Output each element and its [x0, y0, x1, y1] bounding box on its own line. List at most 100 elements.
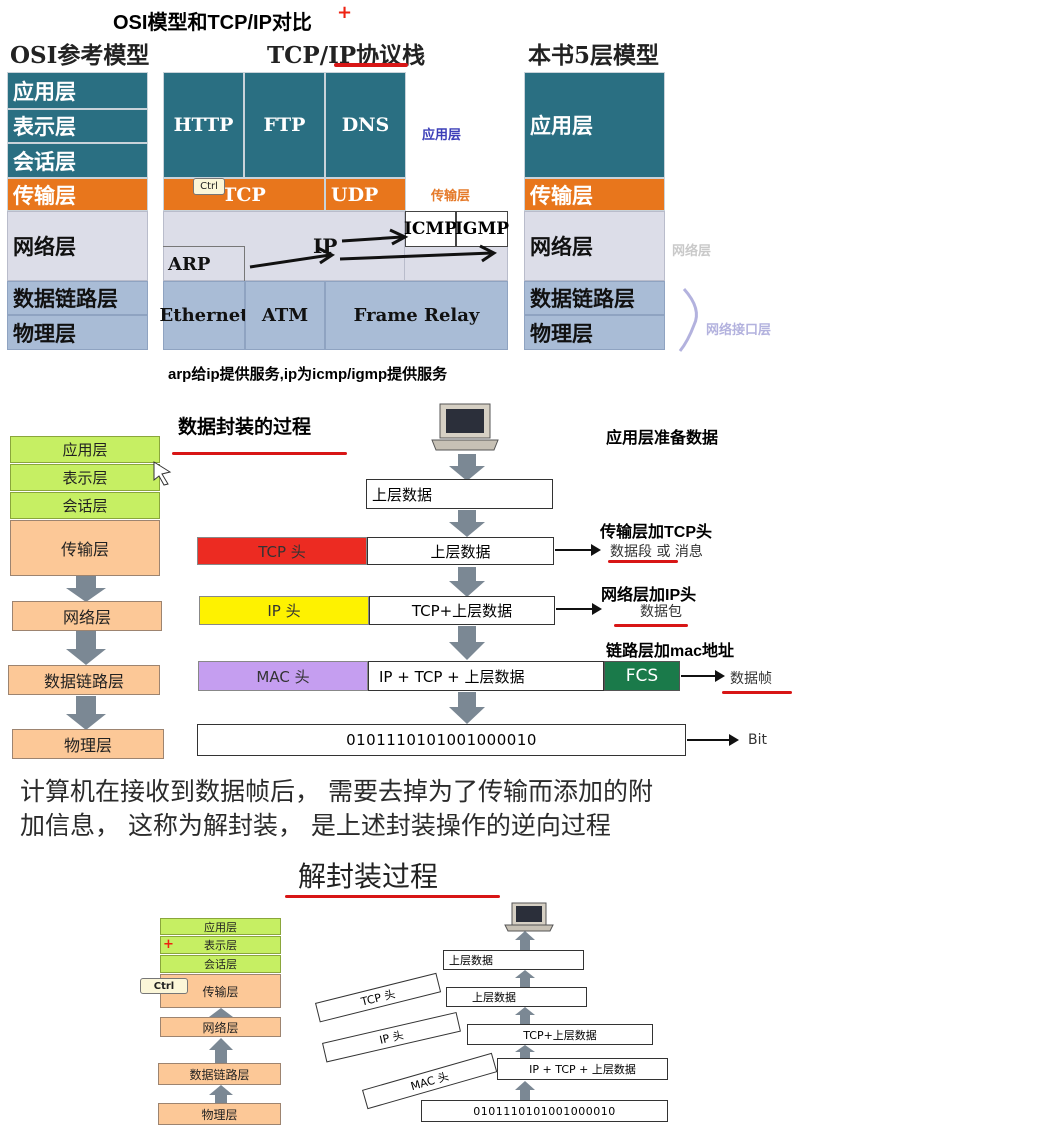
note-ip: 网络层加IP头 [601, 587, 697, 604]
atm-box: ATM [245, 281, 325, 350]
bit-label: Bit [748, 732, 767, 748]
gray-down-arrow [449, 626, 485, 660]
side-label-transport: 传输层 [431, 188, 471, 203]
right-arrow [556, 603, 602, 615]
top-title: OSI模型和TCP/IP对比 [113, 12, 312, 34]
encap-left-presentation: 表示层 [10, 464, 160, 491]
note-mac: 链路层加mac地址 [606, 643, 735, 660]
gray-up-arrow [515, 1081, 535, 1101]
gray-up-arrow [515, 1045, 535, 1059]
http-box: HTTP [163, 72, 244, 178]
tcp-head-bar: TCP 头 [197, 537, 367, 565]
red-underline [608, 560, 678, 563]
red-underline [334, 63, 408, 67]
ip-data-bar: TCP+上层数据 [369, 596, 555, 625]
gray-down-arrow [449, 567, 485, 597]
decap-left-network: 网络层 [160, 1017, 281, 1037]
decap-left-application: 应用层 [160, 918, 281, 935]
osi-layer-transport: 传输层 [7, 178, 148, 211]
encap-left-datalink: 数据链路层 [8, 665, 160, 695]
osi-layer-network: 网络层 [7, 211, 148, 281]
gray-down-arrow [66, 576, 106, 602]
ethernet-box: Ethernet [160, 281, 248, 350]
side-label-network: 网络层 [672, 243, 712, 258]
decap-upper-data-1: 上层数据 [443, 950, 584, 970]
decap-ip-head: IP 头 [322, 1011, 461, 1063]
ip-head-bar: IP 头 [199, 596, 369, 625]
decap-bits: 010111010100100001​0 [421, 1100, 668, 1122]
note-tcp: 传输层加TCP头 [600, 524, 713, 541]
book-layer-physical: 物理层 [524, 315, 665, 350]
udp-box: UDP [325, 178, 406, 211]
encap-left-network: 网络层 [12, 601, 162, 631]
side-label-app: 应用层 [422, 127, 462, 142]
decap-text-line1: 计算机在接收到数据帧后， 需要去掉为了传输而添加的附 [20, 777, 653, 806]
dns-box: DNS [325, 72, 406, 178]
right-arrow [681, 670, 725, 682]
fcs-bar: FCS [604, 661, 680, 691]
bracket-icon [678, 287, 698, 352]
cursor-icon [153, 461, 172, 486]
book-layer-network: 网络层 [524, 211, 665, 281]
decap-left-physical: 物理层 [158, 1103, 281, 1125]
gray-up-arrow [515, 931, 535, 951]
arp-box: ARP [163, 246, 245, 281]
packet-label: 数据包 [640, 604, 682, 620]
bits-bar: 010111010100100001​0 [197, 724, 686, 756]
side-label-netif: 网络接口层 [706, 322, 772, 337]
mac-head-bar: MAC 头 [198, 661, 368, 691]
plus-icon: + [163, 937, 174, 952]
gray-down-arrow [66, 696, 106, 730]
encap-left-session: 会话层 [10, 492, 160, 519]
gray-up-arrow [515, 970, 535, 988]
plus-icon: + [337, 2, 353, 23]
red-underline [172, 452, 347, 455]
gray-down-arrow [66, 631, 106, 665]
osi-layer-presentation: 表示层 [7, 109, 148, 143]
osi-layer-session: 会话层 [7, 143, 148, 178]
segment-label: 数据段 或 消息 [610, 544, 703, 560]
arp-note: arp给ip提供服务,ip为icmp/igmp提供服务 [168, 366, 448, 383]
computer-icon [504, 902, 554, 932]
app-note: 应用层准备数据 [606, 430, 719, 447]
decap-left-session: 会话层 [160, 955, 281, 973]
decap-left-presentation: 表示层 [160, 936, 281, 954]
service-arrows [249, 228, 497, 269]
gray-up-arrow [515, 1007, 535, 1025]
encap-left-physical: 物理层 [12, 729, 164, 759]
decap-tcp-upper: TCP+上层数据 [467, 1024, 653, 1045]
gray-up-arrow [209, 1085, 233, 1105]
book-layer-application: 应用层 [524, 72, 665, 178]
decap-tcp-head: TCP 头 [315, 972, 442, 1023]
decap-text-line2: 加信息， 这称为解封装， 是上述封装操作的逆向过程 [20, 811, 611, 840]
gray-up-arrow [209, 1038, 233, 1064]
osi-layer-application: 应用层 [7, 72, 148, 109]
ctrl-badge: Ctrl [193, 178, 225, 195]
gray-down-arrow [449, 454, 485, 481]
decap-upper-data-2: 上层数据 [446, 987, 587, 1007]
frame-relay-box: Frame Relay [325, 281, 508, 350]
encap-left-application: 应用层 [10, 436, 160, 463]
encap-title: 数据封装的过程 [178, 417, 312, 438]
gray-down-arrow [449, 510, 485, 537]
decap-left-datalink: 数据链路层 [158, 1063, 281, 1085]
osi-layer-datalink: 数据链路层 [7, 281, 148, 315]
icmp-box: ICMP [404, 211, 457, 247]
encap-left-transport: 传输层 [10, 520, 160, 576]
decap-title: 解封装过程 [298, 860, 439, 893]
book-header: 本书5层模型 [528, 42, 660, 69]
book-layer-transport: 传输层 [524, 178, 665, 211]
tcp-data-bar: 上层数据 [367, 537, 554, 565]
tcp-box: TCP [163, 178, 325, 211]
ftp-box: FTP [244, 72, 325, 178]
osi-layer-physical: 物理层 [7, 315, 148, 350]
mac-data-bar: IP + TCP + 上层数据 [368, 661, 604, 691]
decap-ip-tcp-upper: IP + TCP + 上层数据 [497, 1058, 668, 1080]
red-underline [285, 895, 500, 898]
right-arrow [687, 734, 739, 746]
osi-header: OSI参考模型 [10, 42, 150, 69]
computer-icon [431, 403, 499, 451]
red-underline [722, 691, 792, 694]
ctrl-badge: Ctrl [140, 978, 188, 994]
upper-data-bar: 上层数据 [366, 479, 553, 509]
